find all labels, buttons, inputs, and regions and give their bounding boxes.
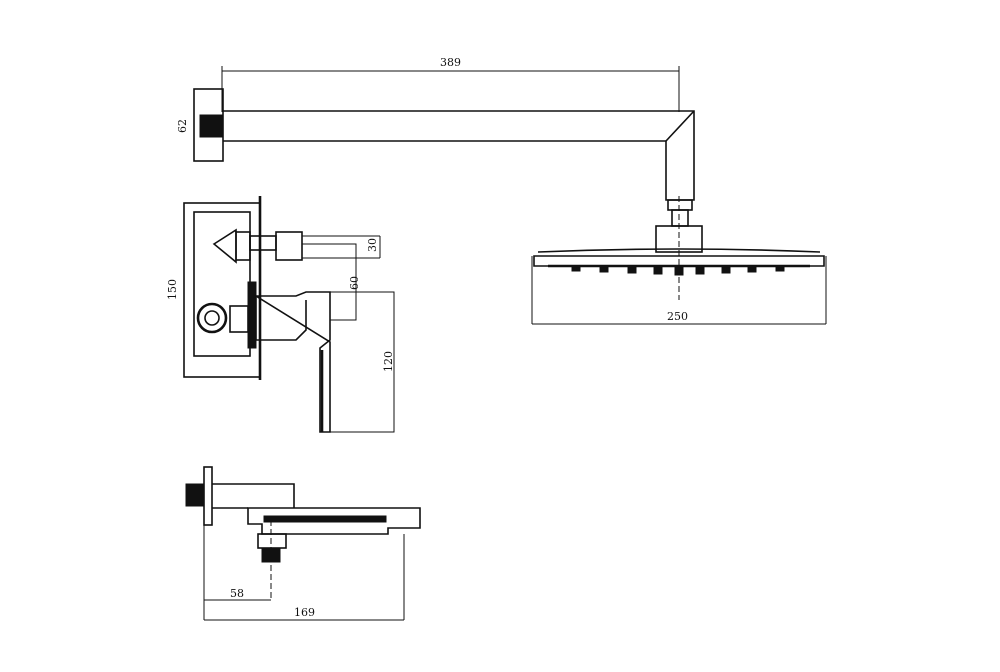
dim-label-head-width: 250 (667, 310, 688, 323)
shower-arm-assembly: 389 62 (176, 56, 695, 227)
dim-label-pipe-offset: 30 (366, 238, 379, 252)
arm-ball-joint (671, 209, 689, 227)
valve-outlet-pipe (249, 235, 277, 251)
shower-head-hub (655, 225, 703, 253)
dim-label-spout-depth: 58 (230, 587, 244, 600)
shower-head-assembly: 250 (531, 196, 827, 325)
dim-label-valve-height: 150 (166, 279, 179, 300)
valve-lever-body (255, 296, 307, 341)
spout-body (247, 507, 421, 535)
spout-top-line (212, 483, 295, 508)
spout-wall-nut (185, 483, 205, 507)
arm-wall-flange (193, 88, 224, 162)
shower-arm (223, 110, 695, 201)
dim-label-wall-flange: 62 (176, 119, 189, 133)
valve-escutcheon (247, 281, 257, 349)
valve-cartridge-stem (229, 305, 249, 333)
dim-line-lever-offset (302, 243, 357, 321)
valve-diverter-seat (235, 231, 251, 261)
valve-body (193, 211, 251, 357)
shower-nozzles (571, 265, 785, 276)
spout-wall-flange (203, 466, 213, 526)
arm-connector-nut (667, 199, 693, 211)
shower-head-plate (533, 255, 825, 267)
valve-cartridge-inner (204, 310, 220, 326)
valve-lever-handle (253, 291, 331, 433)
dim-label-lever-offset: 60 (348, 276, 361, 290)
spout-assembly: 58 169 (185, 466, 421, 621)
dim-label-spout-length: 169 (294, 606, 315, 619)
spout-outlet-nut (257, 533, 287, 549)
shower-head-top-curve (537, 248, 821, 253)
dim-box-handle (330, 291, 395, 433)
spout-inner-channel (263, 515, 387, 523)
dim-label-arm-length: 389 (440, 56, 461, 69)
valve-diverter-cone (212, 228, 237, 264)
dim-label-handle-height: 120 (382, 351, 395, 372)
arm-elbow-line (665, 110, 695, 142)
arm-wall-nut (199, 114, 223, 138)
valve-outlet-nut (275, 231, 303, 261)
mixer-valve-assembly: 150 30 60 120 (166, 196, 395, 433)
valve-cartridge-outer (196, 302, 228, 334)
